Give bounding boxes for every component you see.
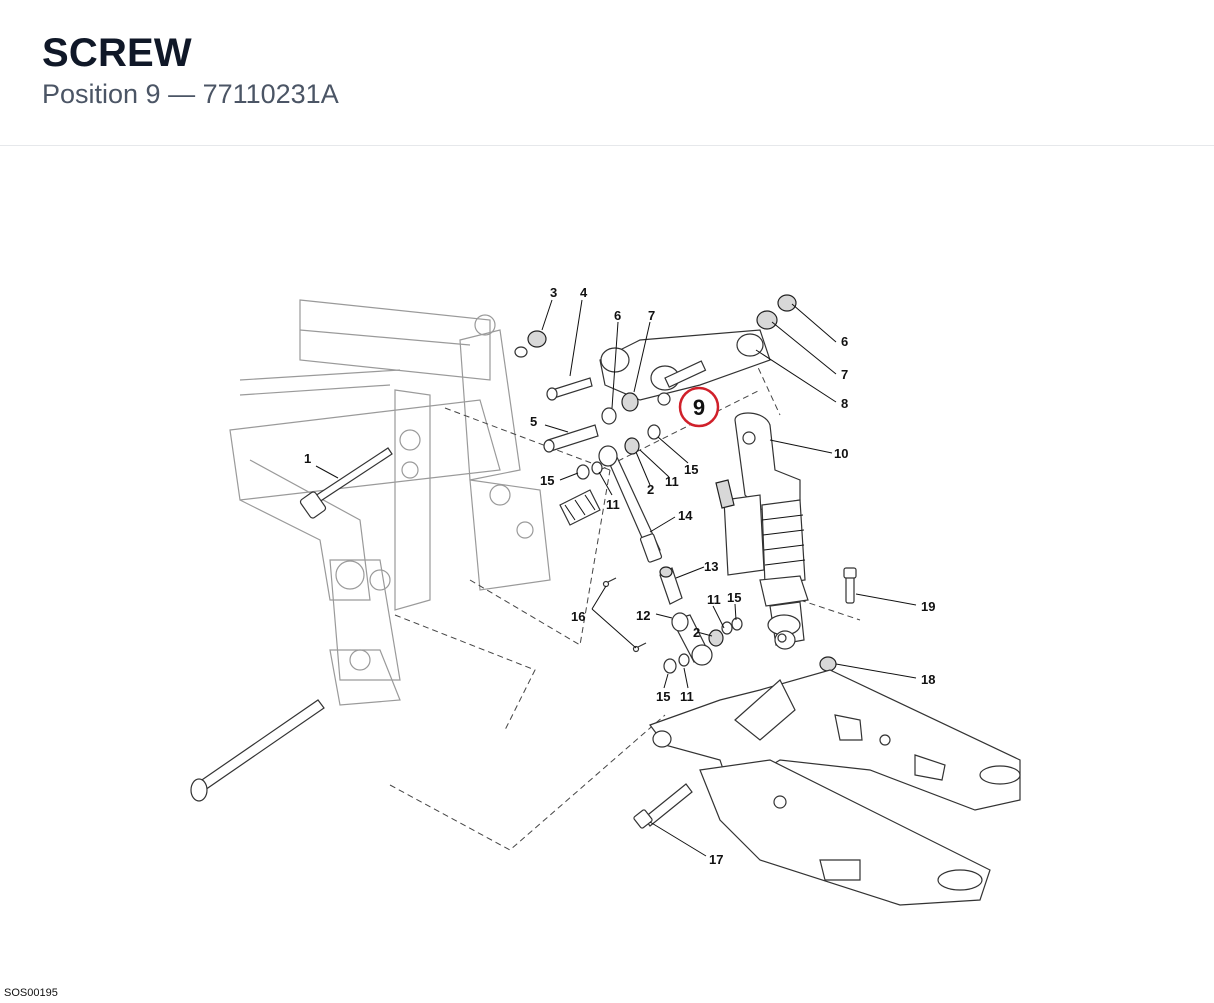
bushings-top-right [756,294,797,330]
frame-drawing [229,299,551,706]
callout-labels: 1 3 4 5 6 7 6 7 8 10 15 11 2 11 15 14 13… [304,285,935,867]
callout-2-b: 2 [693,625,700,640]
part-16-screws [602,577,647,653]
frame-spring [559,489,601,526]
callout-9: 9 [693,395,705,420]
highlighted-callout-9[interactable]: 9 [678,386,720,428]
swing-arm [649,669,1021,906]
callout-12: 12 [636,608,650,623]
part-10-shock-absorber [715,412,809,650]
part-19-bolt [843,567,857,604]
callout-11-a: 11 [606,497,620,512]
callout-7-right: 7 [841,367,848,382]
callout-5: 5 [530,414,537,429]
callout-8: 8 [841,396,848,411]
callout-2-a: 2 [647,482,654,497]
callout-4: 4 [580,285,588,300]
page-header: SCREW Position 9 — 77110231A [0,0,1214,146]
callout-6-right: 6 [841,334,848,349]
highlight-ring [678,386,720,428]
callout-10: 10 [834,446,848,461]
page-title: SCREW [42,31,192,75]
callout-15-c: 15 [727,590,741,605]
bushings-left [514,330,671,453]
callout-13: 13 [704,559,718,574]
rocker-arm [599,329,771,401]
callout-19: 19 [921,599,935,614]
part-subtitle: Position 9 — 77110231A [42,79,339,109]
callout-11-b: 11 [665,474,679,489]
callout-7-left: 7 [648,308,655,323]
exploded-parts-diagram: 1 3 4 5 6 7 6 7 8 10 15 11 2 11 15 14 13… [0,147,1214,1003]
diagram-canvas: 1 3 4 5 6 7 6 7 8 10 15 11 2 11 15 14 13… [190,285,1021,906]
callout-18: 18 [921,672,935,687]
callout-11-d: 11 [680,689,694,704]
part-1-bolt [299,447,393,519]
callout-15-a: 15 [540,473,554,488]
callout-15-d: 15 [656,689,670,704]
callout-3: 3 [550,285,557,300]
part-14-pull-rod [576,424,663,563]
callout-11-c: 11 [707,592,721,607]
leader-lines [315,299,917,857]
callout-6-left: 6 [614,308,621,323]
part-18-nut [819,656,837,672]
callout-15-b: 15 [684,462,698,477]
callout-14: 14 [678,508,693,523]
callout-16: 16 [571,609,585,624]
callout-1: 1 [304,451,311,466]
drawing-code: SOS00195 [4,987,58,999]
callout-17: 17 [709,852,723,867]
axle [190,699,325,802]
part-17-bolt [633,783,693,829]
part-12-linkage [659,566,743,674]
